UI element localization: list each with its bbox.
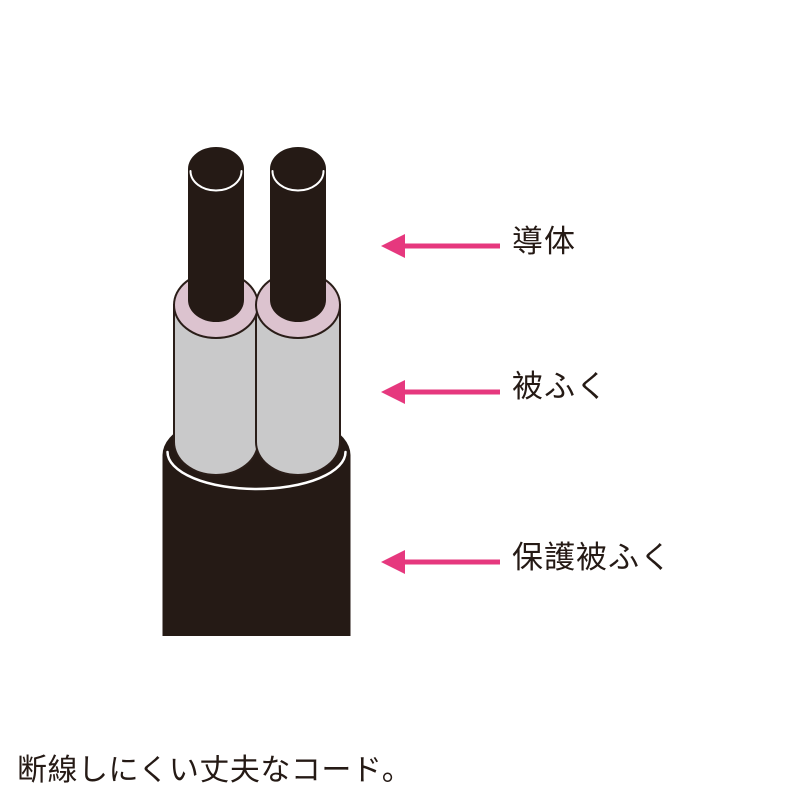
conductor-left-body (188, 169, 244, 322)
insulation-bodies (173, 304, 341, 476)
conductor-right-rim-highlight (271, 170, 325, 192)
insulation-right-body (255, 304, 341, 476)
insulation-arrow (381, 380, 500, 404)
protective-sheath-label: 保護被ふく (512, 540, 672, 576)
insulation-arrowhead-icon (381, 380, 405, 404)
conductor-arrowhead-icon (381, 234, 405, 258)
conductor-left-top-face (188, 147, 244, 191)
protective-sheath-arrow (381, 550, 500, 574)
conductor-shapes (188, 147, 326, 322)
insulation-label: 被ふく (512, 369, 608, 405)
conductor-right-top-face (270, 147, 326, 191)
sheath-rim-highlight (166, 450, 347, 491)
conductor-right-body (270, 169, 326, 322)
conductor-arrow-line (403, 243, 500, 249)
caption-text: 断線しにくい丈夫なコード。 (17, 753, 413, 788)
insulation-arrow-line (403, 389, 500, 395)
protective-sheath-arrow-line (403, 559, 500, 565)
conductor-arrow (381, 234, 500, 258)
conductor-label: 導体 (512, 224, 576, 260)
protective-sheath-arrowhead-icon (381, 550, 405, 574)
conductor-left-rim-highlight (189, 170, 243, 192)
